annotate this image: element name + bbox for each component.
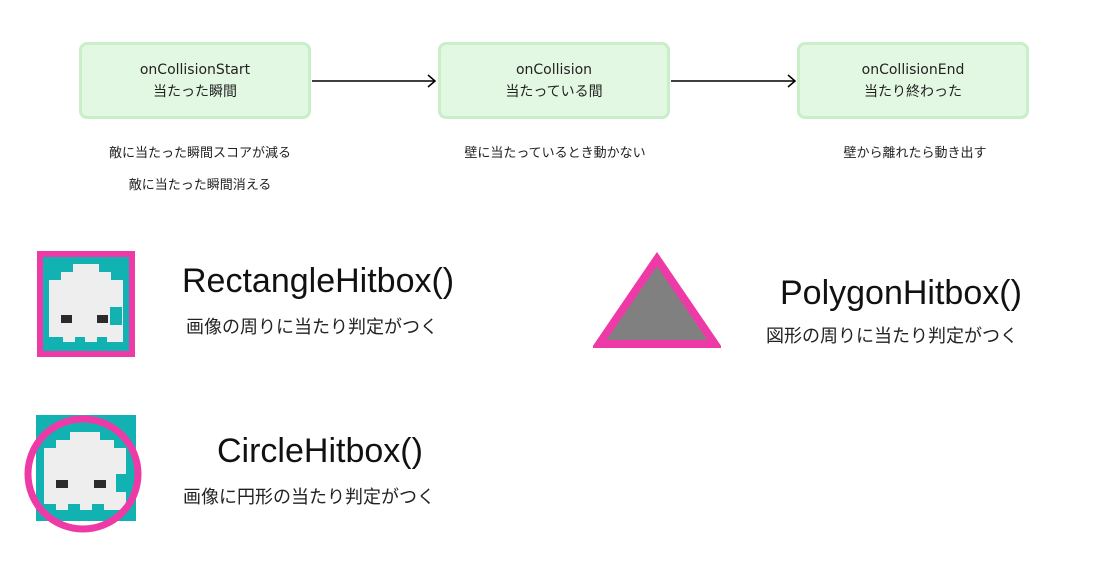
event-name: onCollision: [515, 61, 593, 78]
flow-arrow: [671, 74, 797, 88]
polygon-hitbox-description: 図形の周りに当たり判定がつく: [766, 326, 1018, 347]
circle-hitbox-description: 画像に円形の当たり判定がつく: [183, 487, 435, 508]
polygon-hitbox-title: PolygonHitbox(): [780, 274, 1022, 312]
event-meaning: 当たった瞬間: [153, 83, 237, 100]
rectangle-hitbox-description: 画像の周りに当たり判定がつく: [186, 317, 438, 338]
flow-arrow: [312, 74, 437, 88]
rectangle-hitbox-title: RectangleHitbox(): [182, 262, 455, 300]
event-name: onCollisionEnd: [861, 61, 965, 78]
event-box-collision-start: onCollisionStart 当たった瞬間: [79, 42, 311, 119]
event-note: 壁から離れたら動き出す: [843, 146, 987, 161]
event-meaning: 当たっている間: [505, 83, 603, 100]
event-note: 敵に当たった瞬間消える: [128, 178, 272, 193]
circle-hitbox-sprite: [24, 415, 142, 533]
event-box-collision: onCollision 当たっている間: [438, 42, 670, 119]
polygon-hitbox-triangle: [593, 252, 721, 348]
event-name: onCollisionStart: [139, 61, 251, 78]
event-box-collision-end: onCollisionEnd 当たり終わった: [797, 42, 1029, 119]
circle-hitbox-title: CircleHitbox(): [217, 432, 423, 470]
rectangle-hitbox-sprite: [37, 251, 135, 357]
event-note: 敵に当たった瞬間スコアが減る: [108, 146, 291, 161]
event-meaning: 当たり終わった: [864, 83, 962, 100]
event-note: 壁に当たっているとき動かない: [464, 146, 646, 161]
